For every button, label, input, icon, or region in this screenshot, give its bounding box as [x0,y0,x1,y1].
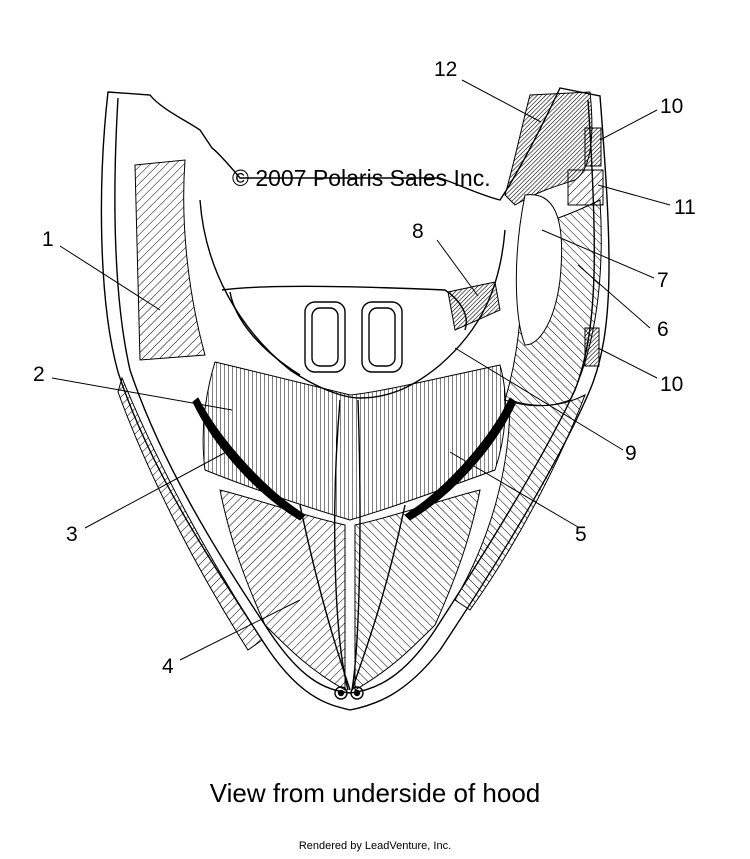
diagram-caption: View from underside of hood [209,778,541,808]
callout-10-bottom: 10 [660,373,683,396]
rendered-by-credit: Rendered by LeadVenture, Inc. [298,840,452,852]
callout-7: 7 [657,269,669,292]
callouts: 1 2 3 4 5 6 7 8 9 10 10 11 12 [33,58,696,678]
vent-10-bottom [584,327,600,367]
callout-10-top: 10 [660,95,683,118]
copyright-text: © 2007 Polaris Sales Inc. [232,165,491,191]
vent-10-top [584,127,602,167]
callout-1: 1 [42,228,54,251]
decal-8 [447,281,501,331]
callout-5: 5 [575,523,587,546]
leader-lines [51,79,671,661]
nose-decal [219,489,346,691]
decal-regions [117,91,604,691]
strip-5 [404,397,517,521]
callout-11: 11 [674,196,696,219]
callout-12: 12 [434,58,457,81]
right-lower-decal [454,393,586,611]
decal-7 [515,194,563,346]
callout-9: 9 [625,442,637,465]
strip-3 [192,397,306,521]
left-lower-decal [117,376,263,651]
side-badge-11 [567,169,604,206]
left-side-decal [134,159,206,361]
callout-2: 2 [33,363,45,386]
callout-4: 4 [162,655,174,678]
callout-8: 8 [412,220,424,243]
center-panel-decal [202,361,506,521]
callout-6: 6 [657,318,669,341]
callout-3: 3 [66,523,78,546]
